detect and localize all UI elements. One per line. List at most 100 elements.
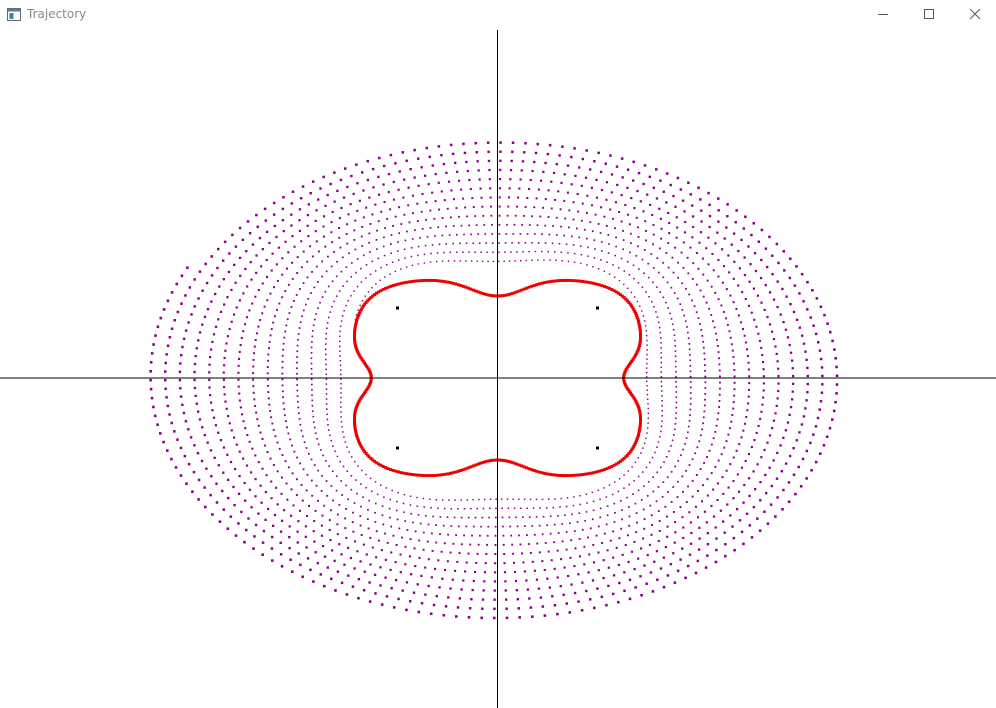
trajectory-point xyxy=(572,201,575,204)
trajectory-point xyxy=(310,292,312,294)
trajectory-point xyxy=(247,517,250,520)
trajectory-point xyxy=(424,174,427,177)
maximize-button[interactable] xyxy=(906,0,952,28)
trajectory-point xyxy=(482,589,485,592)
trajectory-point xyxy=(539,507,541,509)
trajectory-point xyxy=(646,344,648,346)
trajectory-point xyxy=(533,160,536,164)
trajectory-point xyxy=(272,213,276,216)
trajectory-point xyxy=(506,498,509,500)
trajectory-point xyxy=(315,240,318,243)
trajectory-point xyxy=(353,290,355,292)
trajectory-point xyxy=(757,424,760,428)
trajectory-point xyxy=(452,225,455,227)
trajectory-point xyxy=(401,536,403,539)
trajectory-point xyxy=(660,352,663,354)
trajectory-point xyxy=(587,571,590,574)
trajectory-point xyxy=(416,279,420,283)
trajectory-point xyxy=(250,471,253,474)
trajectory-point xyxy=(738,519,742,522)
title-bar[interactable]: Trajectory xyxy=(0,0,996,28)
trajectory-point xyxy=(297,333,300,335)
trajectory-point xyxy=(531,169,534,173)
trajectory-point xyxy=(211,513,214,516)
trajectory-point xyxy=(237,371,240,374)
trajectory-point xyxy=(346,242,349,245)
trajectory-point xyxy=(414,530,417,533)
close-button[interactable] xyxy=(952,0,996,28)
trajectory-point xyxy=(219,310,223,314)
trajectory-point xyxy=(350,295,352,297)
trajectory-point xyxy=(416,220,419,222)
trajectory-point xyxy=(523,151,526,154)
trajectory-point xyxy=(583,228,586,231)
trajectory-point xyxy=(555,216,558,219)
trajectory-point xyxy=(348,252,350,255)
trajectory-point xyxy=(535,197,538,200)
minimize-button[interactable] xyxy=(860,0,906,28)
trajectory-point xyxy=(564,278,568,282)
trajectory-point xyxy=(273,286,276,289)
trajectory-point xyxy=(262,529,266,533)
trajectory-point xyxy=(531,560,534,563)
trajectory-point xyxy=(325,353,327,356)
trajectory-point xyxy=(299,462,302,465)
trajectory-point xyxy=(616,291,620,295)
trajectory-point xyxy=(592,266,594,268)
trajectory-point xyxy=(237,364,240,367)
trajectory-point xyxy=(362,543,365,546)
trajectory-point xyxy=(360,534,363,536)
trajectory-point xyxy=(429,227,432,229)
trajectory-point xyxy=(711,252,714,256)
trajectory-point xyxy=(662,481,665,484)
trajectory-point xyxy=(581,219,583,222)
trajectory-point xyxy=(622,456,626,460)
trajectory-point xyxy=(653,560,656,563)
trajectory-point xyxy=(675,216,678,219)
trajectory-point xyxy=(246,316,249,319)
trajectory-point xyxy=(689,403,692,405)
trajectory-point xyxy=(622,248,624,251)
trajectory-point xyxy=(636,347,640,351)
trajectory-canvas[interactable] xyxy=(0,28,996,708)
trajectory-point xyxy=(612,574,616,577)
trajectory-point xyxy=(544,542,547,544)
trajectory-point xyxy=(485,242,487,244)
trajectory-point xyxy=(152,343,155,346)
trajectory-point xyxy=(454,161,457,165)
trajectory-point xyxy=(804,350,807,353)
trajectory-point xyxy=(353,327,357,331)
trajectory-point xyxy=(702,346,705,349)
trajectory-point xyxy=(685,469,687,472)
trajectory-point xyxy=(677,261,680,264)
trajectory-point xyxy=(385,487,388,489)
trajectory-point xyxy=(704,381,707,384)
trajectory-point xyxy=(340,373,342,376)
trajectory-point xyxy=(513,570,517,574)
trajectory-point xyxy=(340,325,342,327)
trajectory-point xyxy=(269,410,272,412)
trajectory-point xyxy=(340,581,344,585)
trajectory-point xyxy=(371,294,375,298)
trajectory-point xyxy=(166,404,170,408)
trajectory-point xyxy=(559,279,562,282)
trajectory-point xyxy=(380,484,382,486)
trajectory-point xyxy=(310,346,313,349)
trajectory-point xyxy=(492,260,495,263)
trajectory-point xyxy=(376,229,379,232)
trajectory-point xyxy=(436,252,439,254)
trajectory-point xyxy=(523,215,525,217)
trajectory-point xyxy=(543,471,546,475)
trajectory-point xyxy=(325,393,328,395)
trajectory-point xyxy=(576,521,579,523)
trajectory-point xyxy=(806,391,809,394)
trajectory-point xyxy=(614,512,616,514)
trajectory-point xyxy=(744,297,747,301)
trajectory-point xyxy=(267,359,270,362)
trajectory-point xyxy=(474,251,476,253)
trajectory-point xyxy=(547,189,550,192)
trajectory-point xyxy=(327,285,330,288)
trajectory-point xyxy=(627,560,630,564)
trajectory-point xyxy=(340,378,342,380)
trajectory-point xyxy=(322,454,324,457)
